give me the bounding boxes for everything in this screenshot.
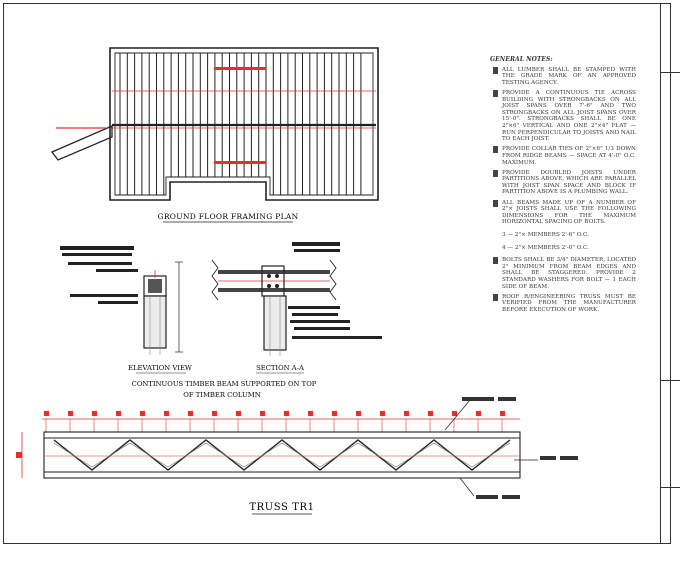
plan-outline [109,47,379,201]
section-column [263,295,287,351]
plan-inner-outline [114,52,374,196]
truss-web [53,439,511,471]
beam-caption-line2: OF TIMBER COLUMN [183,391,260,399]
plan-red-mark [214,67,266,70]
note-bullet [493,89,498,97]
truss-red-tick [236,411,241,416]
truss-web-inner [53,442,511,468]
truss-red-tick [452,411,457,416]
label-leader [98,301,138,304]
note-bullet [493,66,498,74]
section-bolt [275,284,279,288]
title-block-divider [660,380,680,381]
title-block-divider [660,487,680,488]
truss-red-tick [356,411,361,416]
label-leader [96,269,138,272]
label-leader [476,495,498,499]
section-bolt [267,274,271,278]
section-bolt [275,274,279,278]
elevation-title: ELEVATION VIEW [128,364,192,372]
truss-red-mark [16,452,22,458]
truss-red-tick [44,411,49,416]
note-bullet [493,169,498,177]
label-leader [294,249,340,252]
truss-red-tick [428,411,433,416]
note-bullet [493,293,498,301]
truss-red-tick [476,411,481,416]
truss-red-tick [164,411,169,416]
elevation-bolt-plate [148,279,162,293]
truss-red-tick [404,411,409,416]
framing-plan [50,47,379,201]
notes-header: GENERAL NOTES: [490,56,553,63]
label-leader [288,306,340,309]
beam-caption-line1: CONTINUOUS TIMBER BEAM SUPPORTED ON TOP [132,380,317,388]
truss-red-tick [68,411,73,416]
note-bullet [493,146,498,154]
section-a-a [211,242,382,356]
label-leader [292,242,340,246]
label-leader [462,397,494,401]
section-title: SECTION A-A [256,364,304,372]
note-item: ALL LUMBER SHALL BE STAMPED WITH THE GRA… [476,66,636,87]
label-leader [294,327,350,330]
note-item: PROVIDE DOUBLED JOISTS UNDER PARTITIONS … [476,169,636,196]
section-beam-top [218,270,330,274]
label-leader [502,495,520,499]
truss-title: TRUSS TR1 [249,502,314,513]
section-break-line [329,259,337,301]
note-item: BOLTS SHALL BE 3/4" DIAMETER, LOCATED 2"… [476,257,636,290]
label-leader [60,246,134,250]
truss-red-tick [332,411,337,416]
truss-red-tick [260,411,265,416]
truss-red-tick [212,411,217,416]
plan-red-mark [214,161,266,164]
sheet-border [3,3,671,544]
label-leader [540,456,556,460]
section-break-line [211,259,219,301]
note-bullet [493,257,498,265]
label-leader [292,336,382,339]
truss-tr1 [16,397,578,499]
note-item: ROOF R/ENGINEERING TRUSS MUST BE VERIFIE… [476,293,636,314]
truss-red-tick [116,411,121,416]
truss-red-tick [308,411,313,416]
note-item: PROVIDE A CONTINUOUS TIE ACROSS BUILDING… [476,89,636,143]
label-leader [292,313,338,316]
plan-wing-extension [50,125,113,161]
label-leader [70,294,138,297]
truss-red-tick [284,411,289,416]
note-sub-item: 4 — 2"× MEMBERS 2'-0" O.C. [502,244,589,251]
truss-frame [43,431,521,479]
label-leader [560,456,578,460]
plan-title: GROUND FLOOR FRAMING PLAN [158,212,299,221]
truss-red-tick [188,411,193,416]
label-leader [290,320,350,323]
elevation-view [60,246,183,355]
note-item: ALL BEAMS MADE UP OF A NUMBER OF 2"× JOI… [476,199,636,226]
label-leader [62,253,132,256]
label-leader [68,262,132,265]
truss-leader [459,477,475,497]
general-notes: GENERAL NOTES: ALL LUMBER SHALL BE STAMP… [476,56,636,317]
title-block-divider [660,72,680,73]
label-leader [498,397,516,401]
section-bolt [267,284,271,288]
truss-dimension-ticks [44,411,505,432]
truss-leader [444,399,471,431]
truss-red-tick [92,411,97,416]
title-block-strip [660,3,680,544]
truss-red-tick [140,411,145,416]
elevation-column [143,295,167,349]
truss-red-tick [500,411,505,416]
truss-red-tick [380,411,385,416]
note-sub-item: 3 — 2"× MEMBERS 2'-6" O.C. [502,232,589,239]
note-item: PROVIDE COLLAR TIES OF 2"×6" 1/3 DOWN FR… [476,146,636,166]
section-beam-bottom [218,288,330,292]
note-bullet [493,199,498,207]
